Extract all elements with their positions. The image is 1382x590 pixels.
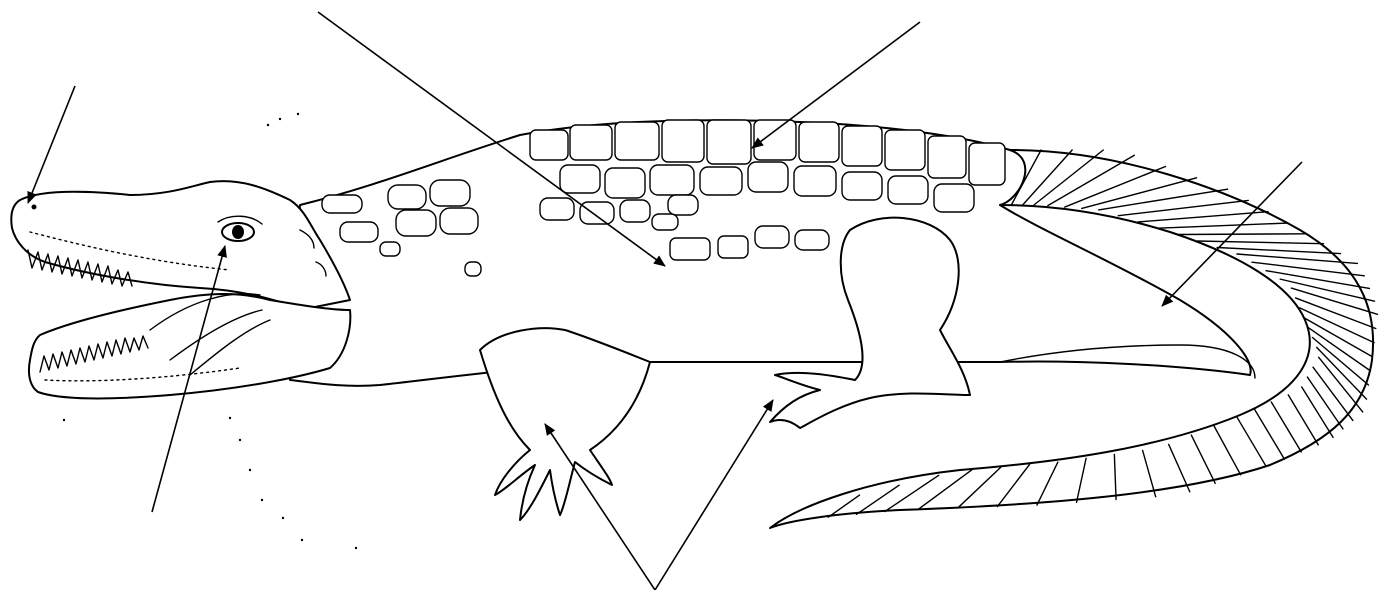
nostril	[32, 205, 37, 210]
tail-band	[1178, 234, 1307, 235]
arrow-back-foot	[655, 400, 773, 590]
head	[11, 181, 350, 398]
arrow-snout	[28, 86, 75, 203]
front-leg	[480, 328, 650, 520]
